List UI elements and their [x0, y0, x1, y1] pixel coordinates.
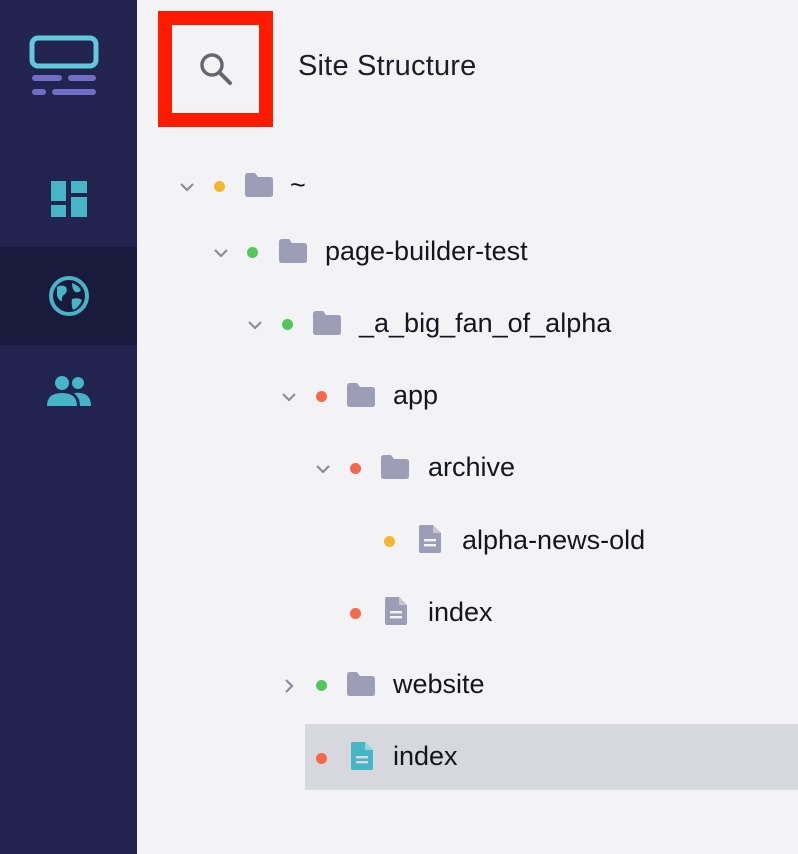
- site-logo-icon: [29, 35, 99, 95]
- sidebar: [0, 0, 137, 854]
- folder-icon: [347, 383, 375, 407]
- chevron-down-icon[interactable]: [179, 179, 195, 195]
- tree-label: index: [393, 741, 458, 771]
- tree-label: alpha-news-old: [462, 525, 646, 555]
- status-dot-green: [316, 680, 327, 691]
- tree-label: page-builder-test: [325, 236, 528, 266]
- sidebar-item-sites[interactable]: [0, 247, 137, 345]
- tree-label: ~: [290, 170, 306, 200]
- folder-icon: [245, 173, 273, 197]
- status-dot-yellow: [384, 536, 395, 547]
- main-panel: Site Structure ~ page-builder-test _a_bi…: [137, 0, 798, 854]
- users-icon: [46, 376, 91, 406]
- tree-label: _a_big_fan_of_alpha: [359, 308, 612, 338]
- chevron-down-icon[interactable]: [213, 245, 229, 261]
- tree-row-page-selected[interactable]: index: [305, 724, 798, 790]
- page-title: Site Structure: [298, 50, 477, 82]
- status-dot-red: [316, 753, 327, 764]
- chevron-down-icon[interactable]: [247, 317, 263, 333]
- tree-label: archive: [428, 452, 516, 482]
- folder-icon: [279, 239, 307, 263]
- status-dot-green: [282, 319, 293, 330]
- folder-icon: [347, 672, 375, 696]
- search-button[interactable]: [158, 11, 273, 127]
- dashboard-icon: [50, 181, 87, 217]
- search-icon: [199, 53, 232, 85]
- tree-label: app: [393, 380, 439, 410]
- tree-label: website: [393, 669, 485, 699]
- sidebar-item-dashboard[interactable]: [0, 150, 137, 248]
- status-dot-red: [350, 463, 361, 474]
- globe-icon: [48, 276, 89, 316]
- folder-icon: [313, 311, 341, 335]
- page-icon: [419, 525, 441, 553]
- status-dot-red: [350, 608, 361, 619]
- status-dot-green: [247, 247, 258, 258]
- chevron-down-icon[interactable]: [281, 389, 297, 405]
- folder-icon: [381, 455, 409, 479]
- status-dot-red: [316, 391, 327, 402]
- tree-label: index: [428, 597, 493, 627]
- status-dot-yellow: [214, 181, 225, 192]
- chevron-right-icon[interactable]: [281, 678, 297, 694]
- chevron-down-icon[interactable]: [315, 461, 331, 477]
- page-icon: [385, 597, 407, 625]
- page-icon: [351, 742, 373, 770]
- sidebar-item-users[interactable]: [0, 342, 137, 440]
